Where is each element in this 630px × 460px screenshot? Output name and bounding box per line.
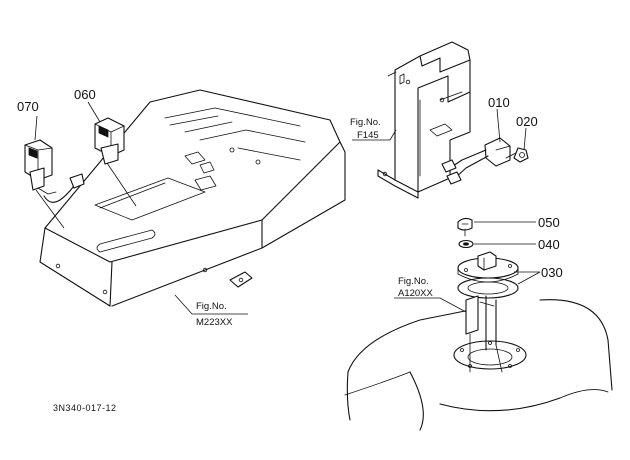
sensor-010 xyxy=(441,137,511,185)
figure-ref-a120-number: A120XX xyxy=(398,288,434,299)
callout-070: 070 xyxy=(17,99,39,114)
figure-ref-f145: Fig.No. F145 xyxy=(350,117,397,141)
figure-ref-m223: Fig.No. M223XX xyxy=(174,294,248,328)
figure-ref-m223-number: M223XX xyxy=(196,317,233,328)
screw-050 xyxy=(457,217,473,237)
bolt-020 xyxy=(505,147,529,163)
dashboard-panel xyxy=(39,89,346,307)
washer-040 xyxy=(458,239,474,249)
callout-030: 030 xyxy=(541,265,563,280)
callout-020: 020 xyxy=(516,114,538,129)
callout-060: 060 xyxy=(74,87,96,102)
figure-ref-f145-label: Fig.No. xyxy=(350,117,381,128)
figure-ref-f145-number: F145 xyxy=(357,130,379,141)
fuel-sender-030 xyxy=(457,251,519,373)
callout-050: 050 xyxy=(538,215,560,230)
rocker-switch-070 xyxy=(24,139,85,203)
figure-ref-m223-label: Fig.No. xyxy=(196,301,227,312)
callout-010: 010 xyxy=(488,95,510,110)
fuel-tank xyxy=(344,299,613,431)
rocker-switch-060 xyxy=(94,117,125,165)
callout-040: 040 xyxy=(538,237,560,252)
figure-ref-a120: Fig.No. A120XX xyxy=(394,276,467,313)
mounting-bracket xyxy=(377,41,471,199)
figure-ref-a120-label: Fig.No. xyxy=(398,276,429,287)
drawing-code: 3N340-017-12 xyxy=(53,403,117,413)
